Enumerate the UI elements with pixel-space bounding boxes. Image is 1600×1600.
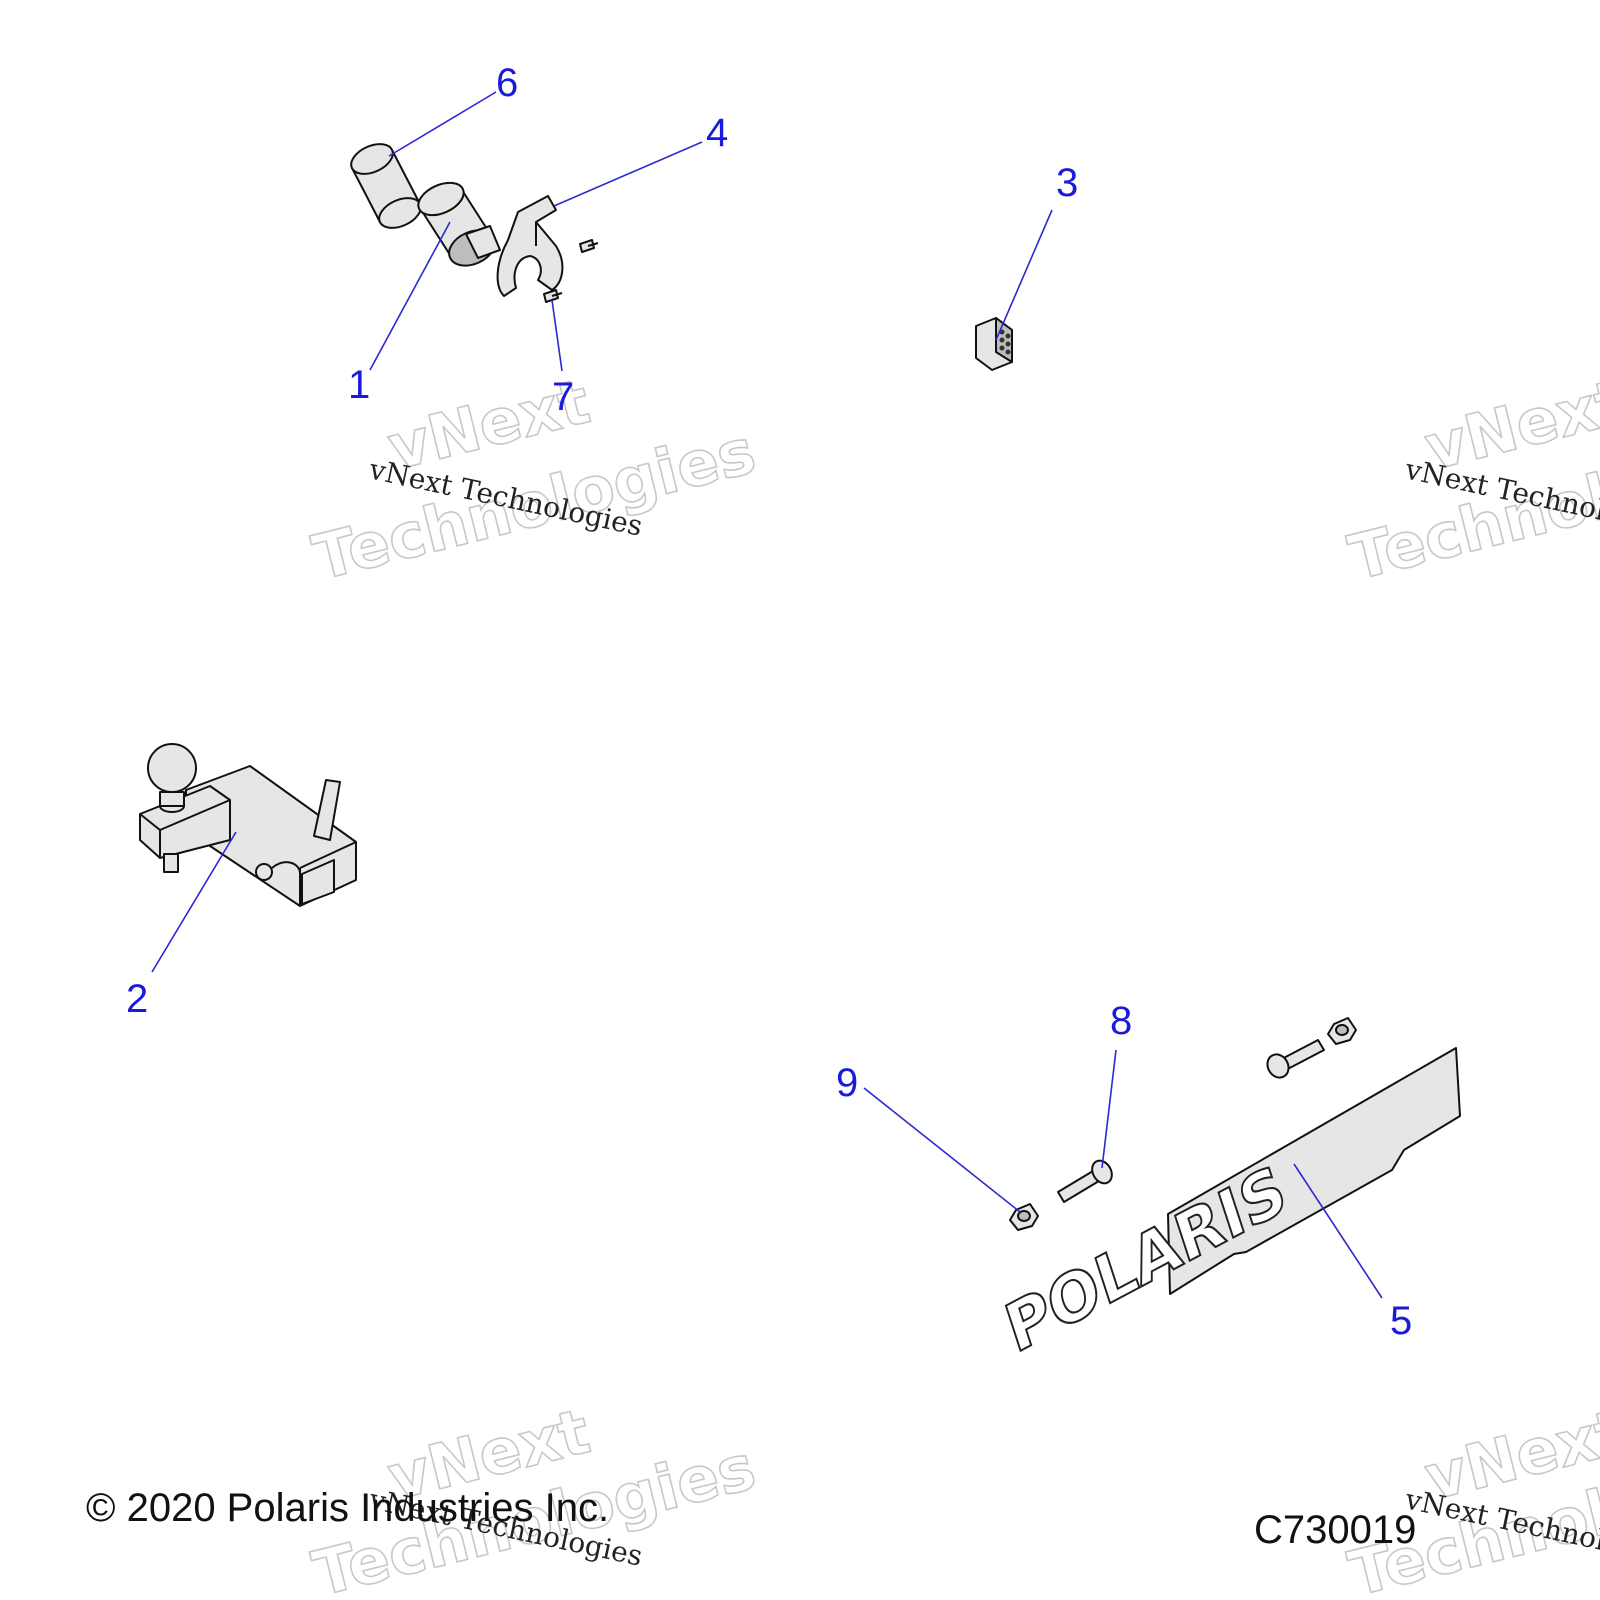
callout-2: 2: [126, 977, 148, 1021]
part-7-screws: [543, 239, 599, 303]
callout-7: 7: [552, 375, 574, 419]
callouts: 1 2 3 4 5 6 7 8 9: [126, 61, 1412, 1343]
leader-6: [388, 91, 497, 157]
callout-5: 5: [1390, 1299, 1412, 1343]
watermark-top-left: vNext Technologies vNext Technologies: [305, 364, 763, 596]
callout-9: 9: [836, 1061, 858, 1105]
leader-9: [863, 1087, 1021, 1213]
part-2-hitch: [139, 743, 357, 907]
spare-bolt: [1266, 1039, 1325, 1079]
leader-3: [995, 209, 1053, 341]
callout-4: 4: [706, 111, 728, 155]
part-1-socket: [417, 181, 501, 267]
leader-lines: [151, 91, 1383, 1299]
leader-1: [369, 221, 451, 371]
plate-logo: POLARIS: [997, 1151, 1295, 1369]
watermark-bottom-right: vNext Technologies vNext Technologies: [1341, 1394, 1600, 1600]
leader-5: [1293, 1163, 1383, 1299]
part-4-bracket: [496, 195, 564, 297]
part-3-connector: [975, 317, 1013, 371]
watermark-top-right: vNext Technologies vNext Technologies: [1341, 364, 1600, 596]
callout-3: 3: [1056, 161, 1078, 205]
part-6-sleeve: [350, 143, 422, 229]
callout-8: 8: [1110, 999, 1132, 1043]
leader-4: [553, 141, 703, 207]
figure-id: C730019: [1254, 1508, 1417, 1552]
copyright-notice: © 2020 Polaris Industries Inc.: [86, 1486, 610, 1530]
leader-8: [1101, 1049, 1117, 1169]
leader-2: [151, 831, 237, 973]
callout-1: 1: [348, 363, 370, 407]
leader-7: [551, 299, 563, 372]
callout-6: 6: [496, 61, 518, 105]
part-8-bolt: [1057, 1159, 1113, 1203]
spare-nut: [1327, 1017, 1357, 1045]
